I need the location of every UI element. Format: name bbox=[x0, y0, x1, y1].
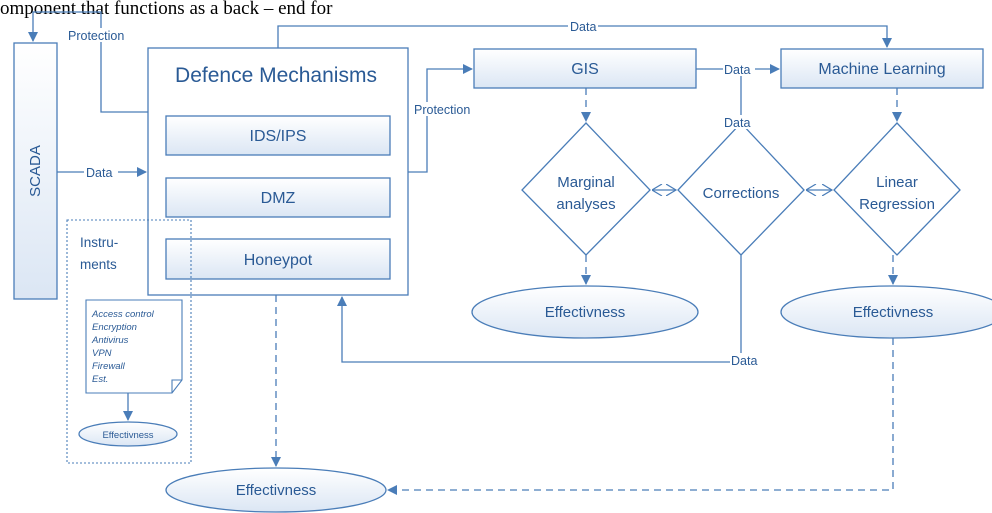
effectiveness-small-label: Effectivness bbox=[102, 430, 153, 441]
label-data-corr: Data bbox=[724, 116, 750, 130]
instruments-frame bbox=[66, 219, 192, 464]
defence-title: Defence Mechanisms bbox=[175, 64, 377, 87]
dmz-label: DMZ bbox=[261, 190, 296, 207]
instruments-document bbox=[85, 299, 183, 394]
instrument-item: Firewall bbox=[92, 361, 126, 372]
label-protection-top: Protection bbox=[68, 29, 124, 43]
dmz-box bbox=[165, 177, 391, 218]
linear-diamond bbox=[833, 122, 961, 256]
ml-box bbox=[780, 48, 984, 89]
edge-protection-right bbox=[408, 64, 473, 173]
marginal-label-2: analyses bbox=[556, 196, 615, 213]
edge-right-eff-bottom bbox=[387, 338, 894, 495]
corrections-label: Corrections bbox=[703, 185, 780, 202]
instruments-label-1: Instru- bbox=[80, 235, 118, 250]
ids-label: IDS/IPS bbox=[250, 128, 307, 145]
effectiveness-small-ellipse bbox=[78, 421, 178, 447]
scada-label: SCADA bbox=[27, 145, 44, 197]
ids-box bbox=[165, 115, 391, 156]
honeypot-box bbox=[165, 238, 391, 280]
effectiveness-left-label: Effectivness bbox=[545, 304, 626, 321]
instrument-item: Est. bbox=[92, 374, 108, 385]
effectiveness-right-label: Effectivness bbox=[853, 304, 934, 321]
instrument-item: Encryption bbox=[92, 322, 137, 333]
label-data-gis-ml: Data bbox=[724, 63, 750, 77]
gis-box bbox=[473, 48, 697, 89]
label-data-bottom: Data bbox=[731, 354, 757, 368]
page-header-fragment: omponent that functions as a back – end … bbox=[0, 0, 333, 19]
instrument-item: Antivirus bbox=[91, 335, 129, 346]
scada-box bbox=[13, 42, 58, 300]
label-protection-right: Protection bbox=[414, 103, 470, 117]
linear-label-2: Regression bbox=[859, 196, 935, 213]
ml-label: Machine Learning bbox=[818, 61, 945, 78]
linear-label-1: Linear bbox=[876, 174, 918, 191]
label-data-scada: Data bbox=[86, 166, 112, 180]
effectiveness-bottom-label: Effectivness bbox=[236, 482, 317, 499]
instruments-label-2: ments bbox=[80, 257, 117, 272]
edge-data-bottom bbox=[337, 255, 742, 363]
edge-protection-top bbox=[28, 11, 148, 113]
gis-label: GIS bbox=[571, 61, 599, 78]
effectiveness-bottom-ellipse bbox=[165, 467, 387, 513]
label-data-top: Data bbox=[570, 20, 596, 34]
instrument-item: VPN bbox=[92, 348, 112, 359]
instrument-item: Access control bbox=[91, 309, 155, 320]
marginal-label-1: Marginal bbox=[557, 174, 615, 191]
effectiveness-left-ellipse bbox=[471, 285, 699, 339]
honeypot-label: Honeypot bbox=[244, 252, 313, 269]
